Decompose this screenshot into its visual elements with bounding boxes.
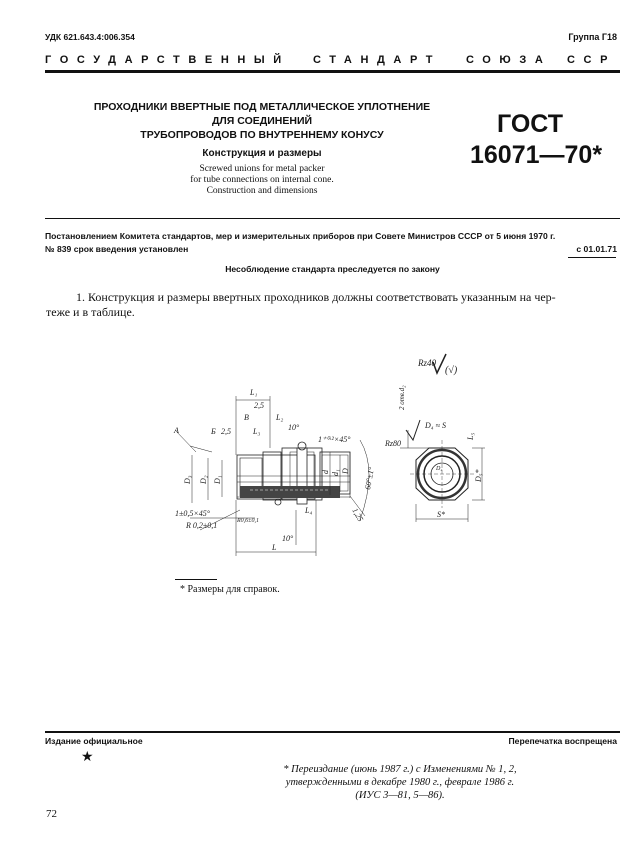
- dim-label: Rz80: [384, 439, 401, 448]
- english-title: Screwed unions for metal packer for tube…: [62, 164, 462, 197]
- official-edition: Издание официальное: [45, 736, 143, 746]
- roughness-check-icon: [432, 353, 447, 375]
- title-line: ТРУБОПРОВОДОВ ПО ВНУТРЕННЕМУ КОНУСУ: [140, 129, 384, 141]
- dim-label: Б: [210, 427, 216, 436]
- roughness-label: Rz40: [417, 358, 437, 368]
- banner-word: ССР: [567, 54, 617, 66]
- title-subtitle: Конструкция и размеры: [202, 148, 322, 159]
- decree-line: № 839 срок введения установлен: [45, 244, 189, 254]
- reissue-line: * Переиздание (июнь 1987 г.) с Изменения…: [283, 764, 517, 775]
- reprint-prohibited: Перепечатка воспрещена: [508, 736, 618, 746]
- gost-number: 16071—70*: [470, 141, 603, 169]
- header-rule: [45, 70, 620, 73]
- dim-label: 2,5: [221, 427, 231, 436]
- footer-rule: [45, 731, 620, 733]
- star-icon: ★: [81, 748, 94, 764]
- english-line: for tube connections on internal cone.: [190, 175, 334, 185]
- reissue-line: утвержденными в декабре 1980 г., феврале…: [285, 777, 515, 788]
- dim-label: L₄: [304, 506, 312, 515]
- dim-label: d: [321, 469, 330, 474]
- union-front-view: [400, 419, 485, 522]
- udk-code: УДК 621.643.4:006.354: [45, 32, 135, 42]
- roughness-paren: (√): [445, 365, 458, 376]
- dim-label: 1±0,5×45°: [175, 509, 211, 518]
- reissue-line: (ИУС 3—81, 5—86).: [355, 790, 445, 801]
- effective-date: с 01.01.71: [576, 244, 617, 254]
- dim-label: B: [244, 413, 249, 422]
- dim-label: A: [173, 426, 179, 435]
- reissue-note: * Переиздание (июнь 1987 г.) с Изменения…: [200, 763, 600, 802]
- dim-label: D₂: [199, 475, 208, 485]
- date-underline: [568, 257, 616, 258]
- paragraph-line: 1. Конструкция и размеры ввертных проход…: [76, 290, 556, 304]
- gost-label: ГОСТ: [497, 110, 563, 138]
- decree-line: Постановлением Комитета стандартов, мер …: [45, 231, 556, 241]
- dim-label: D₅*: [474, 469, 483, 483]
- dim-label: 60°±1°: [363, 466, 376, 491]
- dim-label: D: [341, 468, 350, 475]
- dim-label: D₁: [213, 475, 222, 485]
- dim-label: 2 отв.d₂: [398, 385, 406, 410]
- paragraph-line: теже и в таблице.: [46, 305, 135, 319]
- dim-label: L₂: [275, 413, 283, 422]
- dim-label: 1⁺⁰·²×45°: [318, 435, 351, 444]
- footnote: * Размеры для справок.: [180, 584, 280, 595]
- english-line: Screwed unions for metal packer: [199, 164, 325, 174]
- group-code: Группа Г18: [568, 32, 617, 42]
- drawing-labels: L₁ L₂ L₃ L₄ L B A Б 2,5 2,5 10° 10° 1⁺⁰·…: [173, 388, 376, 552]
- dim-label: D₄: [435, 466, 442, 472]
- dim-label: L₁: [249, 388, 257, 397]
- footnote-rule: [175, 579, 217, 580]
- english-line: Construction and dimensions: [206, 186, 318, 196]
- dim-label: D₃: [183, 475, 192, 485]
- dim-label: L: [271, 543, 277, 552]
- dim-label: d₁: [331, 469, 340, 476]
- front-view-labels: D₄ ≈ S D₄ D₅* S* Rz80 L₅ 2 отв.d₂: [384, 385, 483, 519]
- dim-label: 2,5: [254, 401, 264, 410]
- dim-label: S*: [437, 510, 445, 519]
- union-side-view: [174, 396, 370, 556]
- dim-label: R 0,2±0,1: [185, 521, 217, 530]
- dim-label: D₄ ≈ S: [424, 421, 446, 430]
- banner-word: СОЮЗА: [466, 54, 552, 66]
- dim-label: 1,25: [350, 507, 365, 524]
- banner-word: СТАНДАРТ: [313, 54, 442, 66]
- title-line: ДЛЯ СОЕДИНЕНИЙ: [211, 115, 313, 127]
- title-line: ПРОХОДНИКИ ВВЕРТНЫЕ ПОД МЕТАЛЛИЧЕСКОЕ УП…: [93, 101, 431, 113]
- dim-label: 10°: [282, 534, 294, 543]
- dim-label: 10°: [288, 423, 300, 432]
- dim-label: R0,6±0,1: [236, 518, 259, 524]
- legal-warning: Несоблюдение стандарта преследуется по з…: [225, 264, 440, 274]
- divider: [45, 218, 620, 219]
- dim-label: L₃: [252, 427, 260, 436]
- banner-word: ГОСУДАРСТВЕННЫЙ: [45, 54, 290, 66]
- page-number: 72: [46, 808, 57, 820]
- dim-label: L₅: [466, 433, 475, 441]
